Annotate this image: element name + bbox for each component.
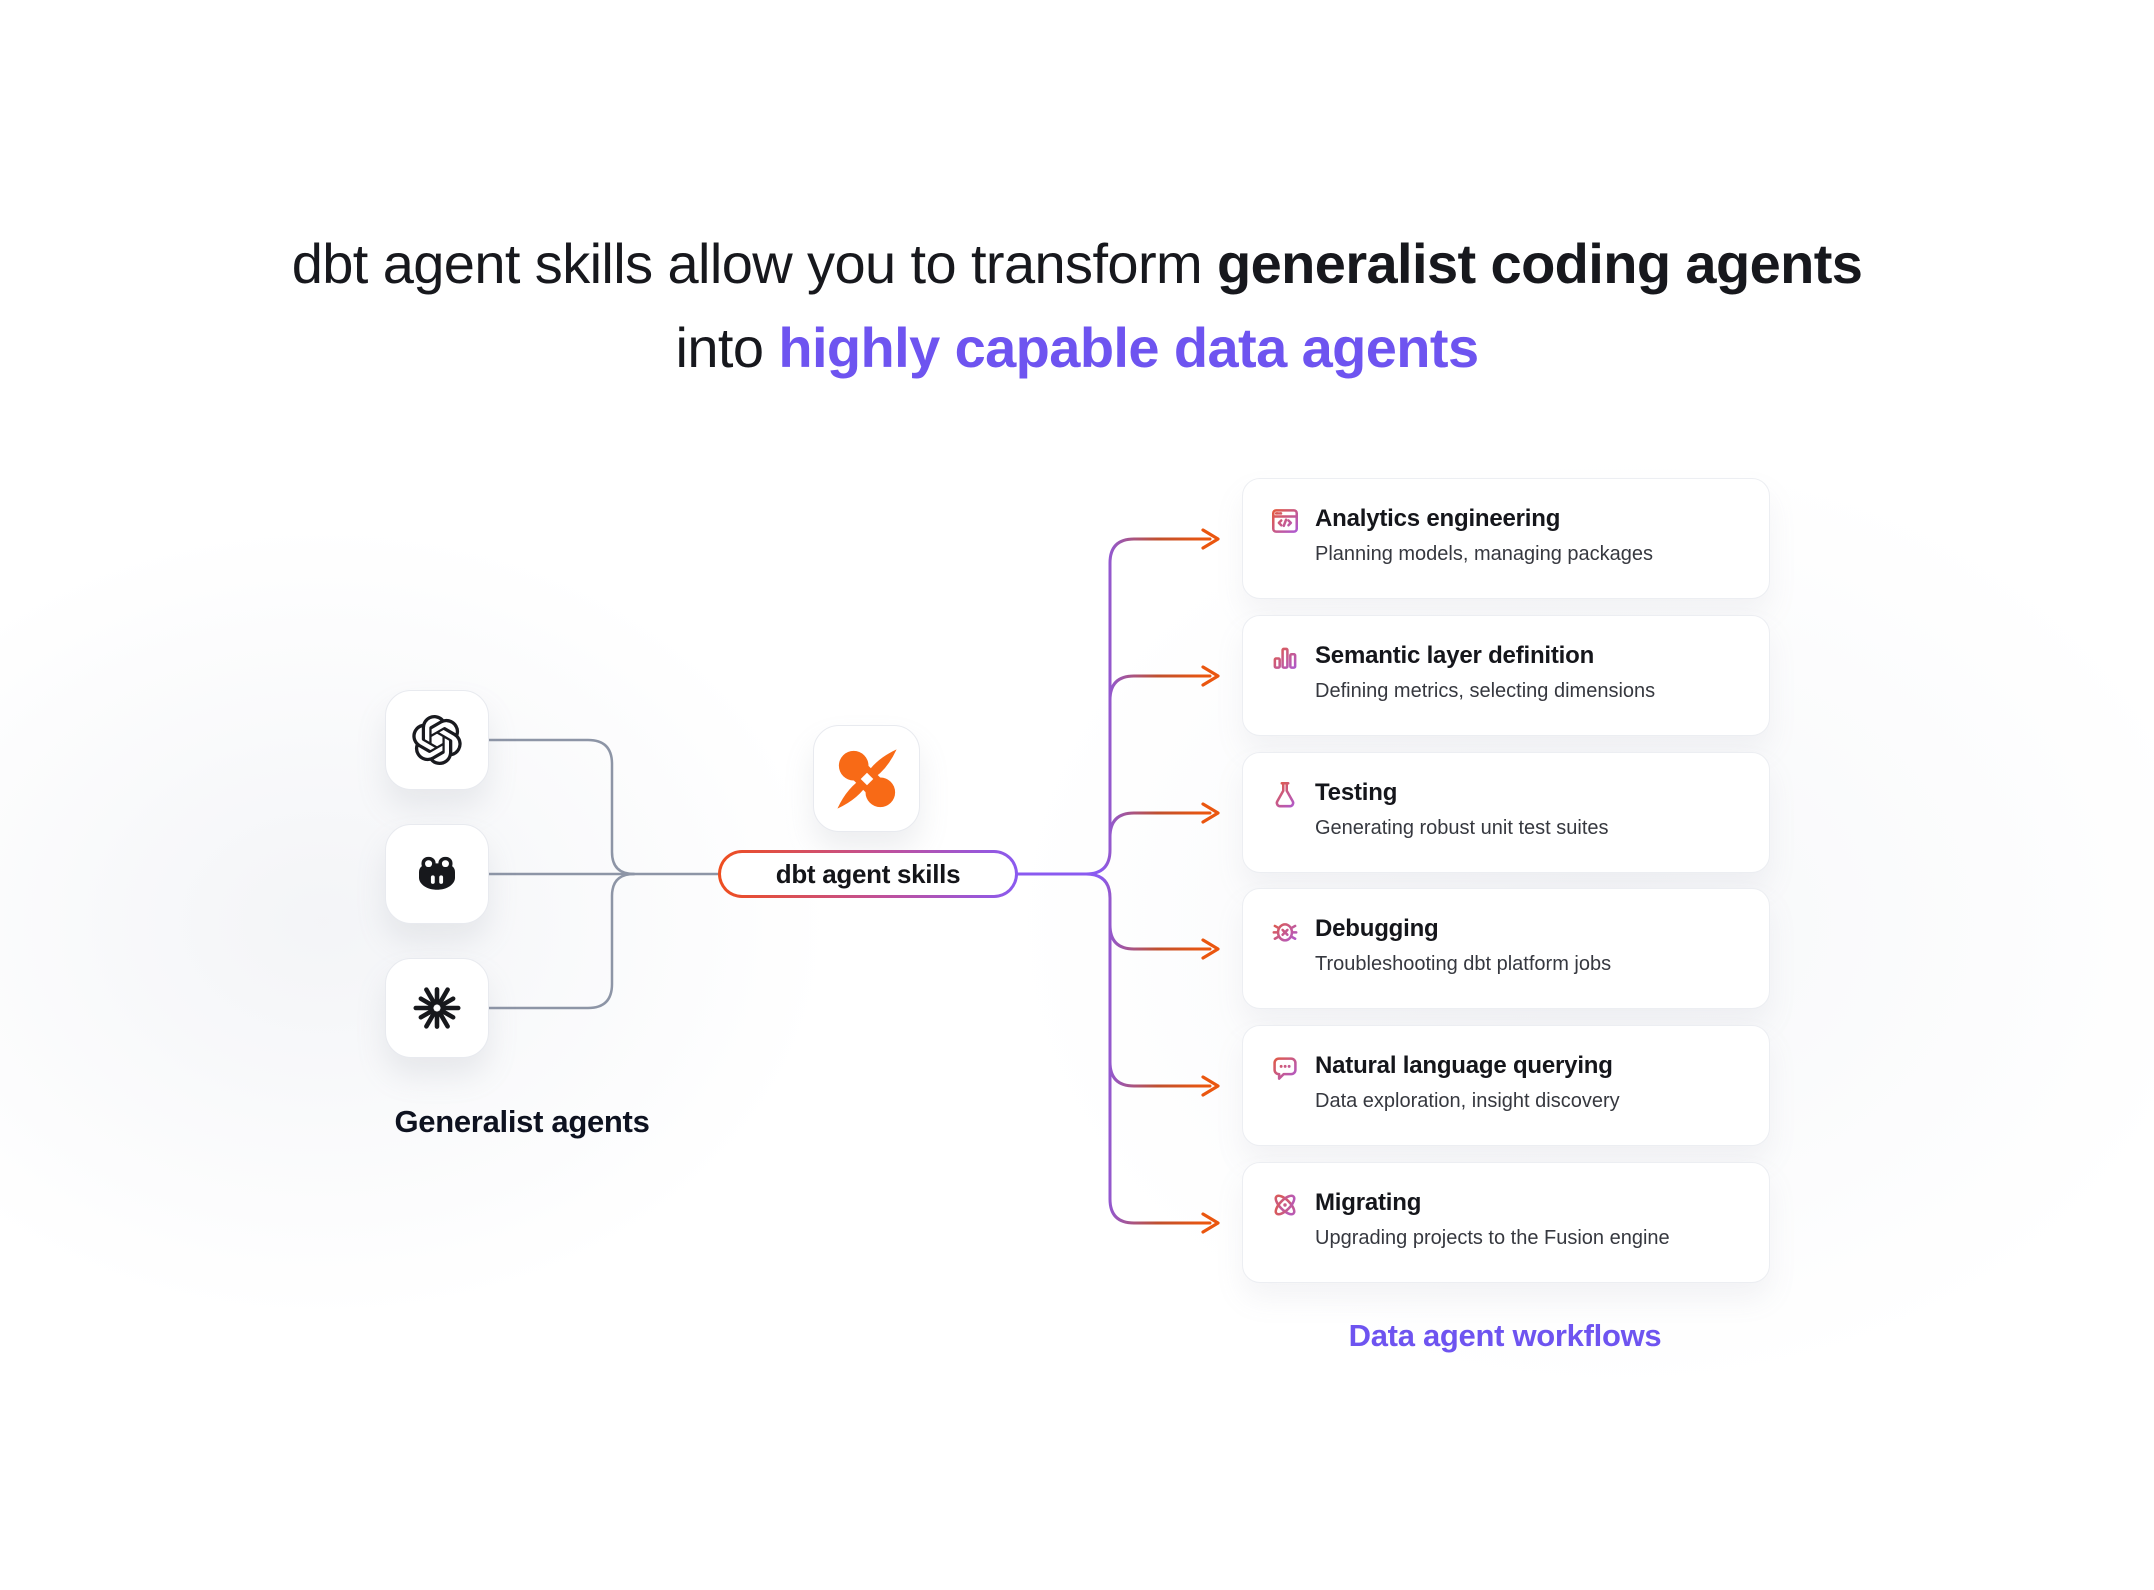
dbt-logo-tile — [813, 725, 920, 832]
arrowhead-icon — [1201, 802, 1220, 824]
workflow-card-text: Analytics engineering Planning models, m… — [1315, 504, 1653, 566]
workflow-card-title: Testing — [1315, 779, 1398, 806]
branch-debugging — [1108, 923, 1212, 951]
branch-semantic — [1108, 674, 1212, 702]
arrowhead-icon — [1201, 1075, 1220, 1097]
workflow-card-text: Semantic layer definition Defining metri… — [1315, 641, 1655, 703]
generalist-agents-label: Generalist agents — [394, 1104, 650, 1139]
branch-testing — [1108, 811, 1212, 839]
workflow-card-text: Natural language querying Data explorati… — [1315, 1051, 1620, 1113]
workflow-card-subtitle: Generating robust unit test suites — [1315, 817, 1609, 839]
connector-claude-to-hub — [487, 872, 636, 1010]
title-line-2: into highly capable data agents — [0, 306, 2154, 390]
workflow-card-title: Migrating — [1315, 1189, 1422, 1216]
workflow-card-analytics-engineering: Analytics engineering Planning models, m… — [1242, 478, 1770, 599]
workflow-card-semantic-layer: Semantic layer definition Defining metri… — [1242, 615, 1770, 736]
bar-chart-icon — [1273, 647, 1297, 669]
workflow-card-natural-language-querying: Natural language querying Data explorati… — [1242, 1025, 1770, 1146]
dbt-agent-skills-pill: dbt agent skills — [718, 850, 1018, 898]
agent-tile-github-copilot — [385, 824, 489, 924]
agent-tile-openai — [385, 690, 489, 790]
claude-logo-icon — [413, 987, 461, 1029]
code-window-icon — [1272, 509, 1299, 533]
connector-openai-to-hub — [487, 738, 636, 876]
dbt-logo-icon — [836, 748, 897, 809]
branch-nlq — [1108, 1060, 1212, 1088]
dbt-agent-skills-pill-label: dbt agent skills — [721, 853, 1015, 895]
workflow-card-text: Migrating Upgrading projects to the Fusi… — [1315, 1188, 1670, 1250]
branch-migrating — [1084, 872, 1212, 1225]
workflow-card-testing: Testing Generating robust unit test suit… — [1242, 752, 1770, 873]
title-line2-highlight: highly capable data agents — [778, 316, 1479, 379]
title-line2-normal: into — [675, 316, 779, 379]
workflow-card-subtitle: Planning models, managing packages — [1315, 543, 1653, 565]
workflow-card-debugging: Debugging Troubleshooting dbt platform j… — [1242, 888, 1770, 1009]
title-line1-normal: dbt agent skills allow you to transform — [291, 232, 1218, 295]
branch-analytics — [1084, 537, 1212, 876]
workflow-card-subtitle: Upgrading projects to the Fusion engine — [1315, 1227, 1670, 1249]
workflow-card-title: Analytics engineering — [1315, 505, 1561, 532]
workflow-card-title: Debugging — [1315, 915, 1439, 942]
agent-tile-claude — [385, 958, 489, 1058]
workflow-card-migrating: Migrating Upgrading projects to the Fusi… — [1242, 1162, 1770, 1283]
bug-icon — [1272, 923, 1298, 942]
arrowhead-icon — [1201, 938, 1220, 960]
chat-bubble-icon — [1273, 1057, 1297, 1080]
workflow-card-subtitle: Data exploration, insight discovery — [1315, 1090, 1620, 1112]
title-line1-bold: generalist coding agents — [1217, 232, 1863, 295]
atom-icon — [1274, 1194, 1296, 1216]
github-copilot-logo-icon — [419, 856, 455, 890]
page-title: dbt agent skills allow you to transform … — [0, 222, 2154, 390]
workflow-card-title: Semantic layer definition — [1315, 642, 1595, 669]
workflow-card-text: Testing Generating robust unit test suit… — [1315, 778, 1609, 840]
workflow-card-title: Natural language querying — [1315, 1052, 1613, 1079]
openai-logo-icon — [412, 715, 462, 765]
data-agent-workflows-label: Data agent workflows — [1348, 1318, 1662, 1353]
workflow-card-subtitle: Defining metrics, selecting dimensions — [1315, 680, 1656, 702]
title-line-1: dbt agent skills allow you to transform … — [0, 222, 2154, 306]
workflow-card-text: Debugging Troubleshooting dbt platform j… — [1315, 914, 1611, 976]
flask-icon — [1275, 782, 1295, 808]
arrowhead-icon — [1201, 665, 1220, 687]
workflow-card-subtitle: Troubleshooting dbt platform jobs — [1315, 953, 1612, 975]
arrowhead-icon — [1201, 1212, 1220, 1234]
arrowhead-icon — [1201, 528, 1220, 550]
